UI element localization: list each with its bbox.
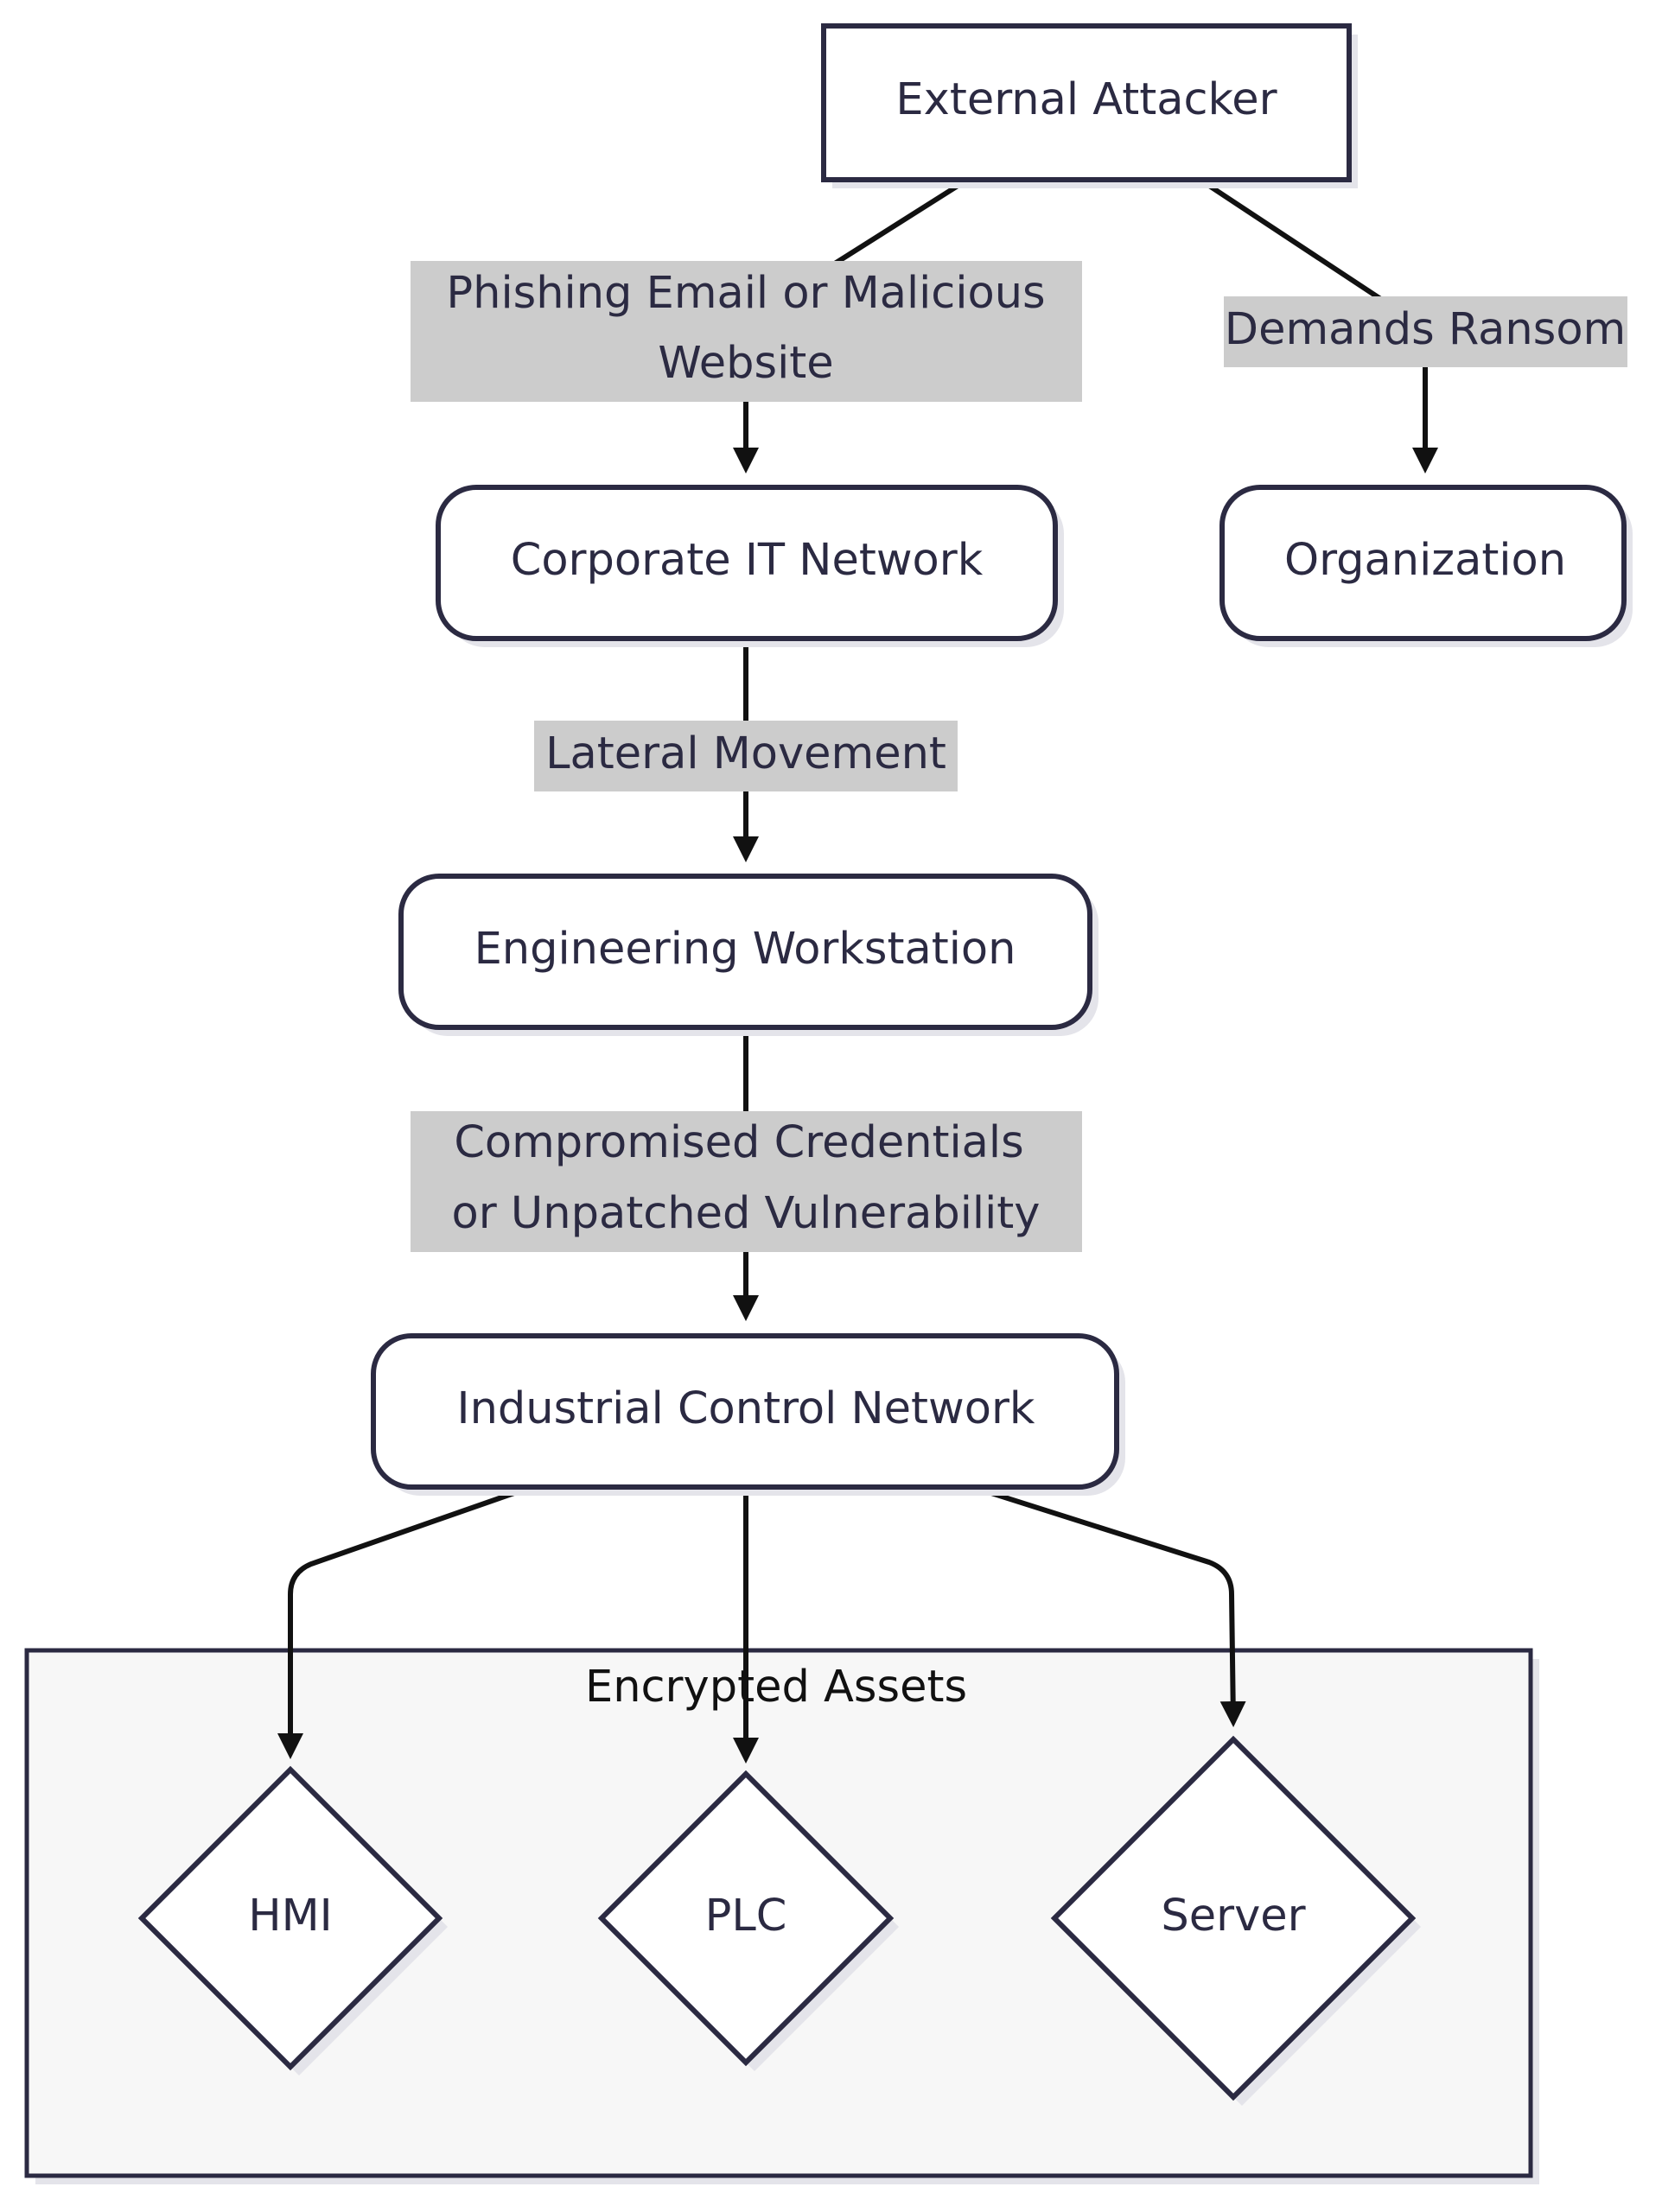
edge-label-lateral-text: Lateral Movement — [545, 728, 946, 779]
node-industrial-control-network: Industrial Control Network — [371, 1333, 1125, 1496]
node-corporate-it-network: Corporate IT Network — [436, 485, 1064, 647]
node-plc-label: PLC — [705, 1891, 787, 1942]
node-plc: PLC — [597, 1770, 899, 2071]
node-organization-label: Organization — [1284, 535, 1566, 586]
node-industrial-control-network-label: Industrial Control Network — [457, 1383, 1035, 1434]
edge-label-ransom-text: Demands Ransom — [1225, 304, 1626, 355]
node-server-label: Server — [1161, 1891, 1305, 1942]
edge-icn-to-server — [974, 1485, 1246, 1727]
edge-label-ransom: Demands Ransom — [1224, 296, 1627, 367]
edge-label-phishing-line2: Website — [658, 338, 833, 389]
node-hmi: HMI — [137, 1765, 448, 2075]
edge-label-credentials: Compromised Credentials or Unpatched Vul… — [411, 1111, 1082, 1252]
edge-label-credentials-line1: Compromised Credentials — [454, 1117, 1023, 1168]
edge-label-lateral: Lateral Movement — [534, 721, 958, 791]
node-corporate-it-network-label: Corporate IT Network — [511, 535, 984, 586]
node-engineering-workstation-label: Engineering Workstation — [474, 924, 1016, 975]
edge-label-credentials-line2: or Unpatched Vulnerability — [452, 1188, 1041, 1239]
node-external-attacker: External Attacker — [821, 23, 1358, 188]
edge-label-phishing-line1: Phishing Email or Malicious — [446, 268, 1045, 319]
node-external-attacker-label: External Attacker — [895, 74, 1277, 125]
edge-label-phishing: Phishing Email or Malicious Website — [411, 261, 1082, 402]
cluster-title: Encrypted Assets — [585, 1662, 967, 1713]
node-engineering-workstation: Engineering Workstation — [398, 874, 1098, 1036]
node-hmi-label: HMI — [248, 1891, 332, 1942]
node-organization: Organization — [1219, 485, 1633, 647]
node-server: Server — [1050, 1735, 1421, 2106]
edge-icn-to-hmi — [277, 1485, 530, 1759]
